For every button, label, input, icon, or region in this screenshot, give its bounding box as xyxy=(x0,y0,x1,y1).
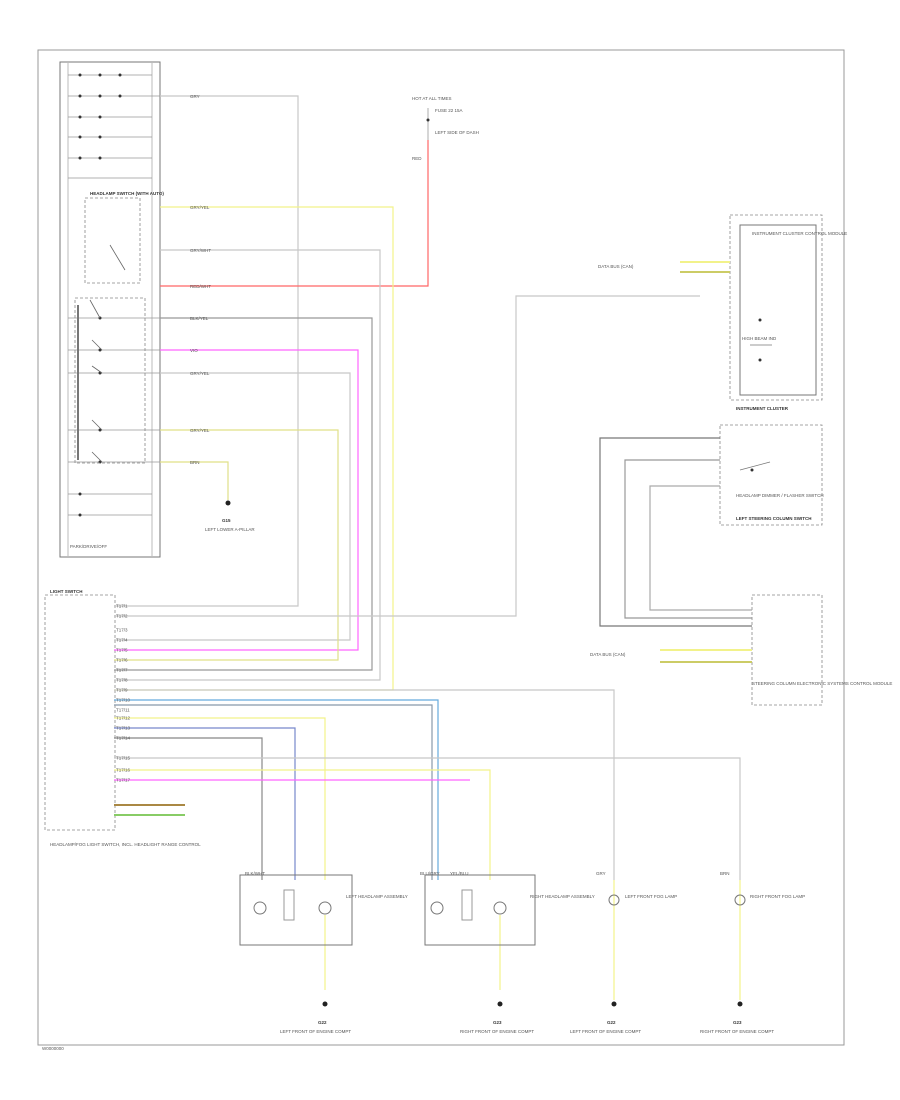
high-beam-indicator-label: HIGH BEAM IND xyxy=(742,336,777,341)
diagram-code: W0000000 xyxy=(42,1046,64,1051)
ground-g15-desc: LEFT LOWER A-PILLAR xyxy=(205,527,255,532)
wire-label: BLK/YEL xyxy=(190,316,209,321)
pin-label: T17/11 xyxy=(116,708,130,713)
ground-g22-fog-label: G22 xyxy=(607,1020,616,1025)
pin-label: T17/8 xyxy=(116,678,128,683)
pin-label: T17/17 xyxy=(116,778,131,783)
ground-g22-left-desc: LEFT FRONT OF ENGINE COMPT xyxy=(280,1029,351,1034)
pin-label: T17/6 xyxy=(116,658,128,663)
pin-label: T17/1 xyxy=(116,604,128,609)
ground-g22-left: G22 LEFT FRONT OF ENGINE COMPT xyxy=(280,1001,351,1034)
pin-label: T17/7 xyxy=(116,668,128,673)
right-headlamp-label: RIGHT HEADLAMP ASSEMBLY xyxy=(530,894,595,899)
wire-label: GRY xyxy=(190,94,200,99)
light-switch-label: LIGHT SWITCH xyxy=(50,589,83,594)
light-switch-module: LIGHT SWITCH HEADLAMP/FOG LIGHT SWITCH, … xyxy=(44,589,201,847)
multifunction-switch-label: LEFT STEERING COLUMN SWITCH xyxy=(736,516,812,521)
pin-label: T17/12 xyxy=(116,716,131,721)
ground-g22-fog-desc: LEFT FRONT OF ENGINE COMPT xyxy=(570,1029,641,1034)
fuse-location-label: LEFT SIDE OF DASH xyxy=(435,130,479,135)
wires xyxy=(114,95,752,1000)
steering-column-module: STEERING COLUMN ELECTRONIC SYSTEMS CONTR… xyxy=(751,594,892,706)
wire-label: RED/WHT xyxy=(190,284,211,289)
light-switch-desc: HEADLAMP/FOG LIGHT SWITCH, INCL. HEADLIG… xyxy=(50,842,201,847)
instrument-cluster-desc: INSTRUMENT CLUSTER CONTROL MODULE xyxy=(752,231,847,236)
pin-label: T17/10 xyxy=(116,698,131,703)
wire-labels: GRY GRY/YEL GRY/WHT RED/WHT BLK/YEL VIO … xyxy=(190,94,730,876)
wire-label: GRY/YEL xyxy=(190,428,210,433)
wire-label: GRY/YEL xyxy=(190,205,210,210)
wire-label: BRN xyxy=(190,460,200,465)
headlamp-switch-label: HEADLAMP SWITCH (WITH AUTO) xyxy=(90,191,164,196)
right-headlamp: RIGHT HEADLAMP ASSEMBLY xyxy=(424,874,595,946)
headlamp-switch-sublabel: PARK/DRIVE/OFF xyxy=(70,544,107,549)
instrument-cluster-label: INSTRUMENT CLUSTER xyxy=(736,406,789,411)
ground-g23-right-label: G23 xyxy=(493,1020,502,1025)
right-fog-lamp-label: RIGHT FRONT FOG LAMP xyxy=(750,894,805,899)
wire-label: BLU/GRY xyxy=(420,871,440,876)
ground-g23-right-desc: RIGHT FRONT OF ENGINE COMPT xyxy=(460,1029,534,1034)
left-fog-lamp-label: LEFT FRONT FOG LAMP xyxy=(625,894,677,899)
right-fog-lamp: RIGHT FRONT FOG LAMP xyxy=(734,894,805,906)
wire-label: BLK/WHT xyxy=(245,871,265,876)
pin-label: T17/16 xyxy=(116,768,131,773)
pin-label: T17/2 xyxy=(116,614,128,619)
wire-label: GRY xyxy=(596,871,606,876)
wire-label: YEL/BLU xyxy=(450,871,469,876)
left-fog-lamp: LEFT FRONT FOG LAMP xyxy=(608,894,677,906)
left-headlamp: LEFT HEADLAMP ASSEMBLY xyxy=(239,874,408,946)
wire-label: BRN xyxy=(720,871,730,876)
fuse-hot-label: HOT AT ALL TIMES xyxy=(412,96,452,101)
pin-label: T17/9 xyxy=(116,688,128,693)
ground-g15: G15 LEFT LOWER A-PILLAR xyxy=(205,500,255,532)
ground-g23-fog-label: G23 xyxy=(733,1020,742,1025)
fuse-label: FUSE 22 15A xyxy=(435,108,463,113)
headlamp-switch: HEADLAMP SWITCH (WITH AUTO) PARK/DRIVE/O… xyxy=(59,61,164,558)
pin-label: T17/13 xyxy=(116,726,131,731)
wire-label: GRY/YEL xyxy=(190,371,210,376)
multifunction-switch: HEADLAMP DIMMER / FLASHER SWITCH LEFT ST… xyxy=(719,424,824,526)
wire-label: VIO xyxy=(190,348,198,353)
instrument-cluster: INSTRUMENT CLUSTER CONTROL MODULE HIGH B… xyxy=(729,214,847,411)
pin-label: T17/5 xyxy=(116,648,128,653)
data-bus-1-label: DATA BUS (CAN) xyxy=(598,264,634,269)
steering-column-module-label: STEERING COLUMN ELECTRONIC SYSTEMS CONTR… xyxy=(752,681,892,686)
ground-g23-fog-desc: RIGHT FRONT OF ENGINE COMPT xyxy=(700,1029,774,1034)
multifunction-switch-desc: HEADLAMP DIMMER / FLASHER SWITCH xyxy=(736,493,824,498)
pin-label: T17/3 xyxy=(116,628,128,633)
pin-label: T17/4 xyxy=(116,638,128,643)
ground-g23-fog: G23 RIGHT FRONT OF ENGINE COMPT xyxy=(700,1001,774,1034)
pin-label: T17/14 xyxy=(116,736,131,741)
pin-labels: T17/1T17/2T17/3T17/4T17/5T17/6T17/7T17/8… xyxy=(116,604,131,783)
ground-g23-right: G23 RIGHT FRONT OF ENGINE COMPT xyxy=(460,1001,534,1034)
ground-g22-left-label: G22 xyxy=(318,1020,327,1025)
ground-g15-label: G15 xyxy=(222,518,231,523)
wire-label: GRY/WHT xyxy=(190,248,211,253)
pin-label: T17/15 xyxy=(116,756,131,761)
wire-label: RED xyxy=(412,156,422,161)
data-bus-2-label: DATA BUS (CAN) xyxy=(590,652,626,657)
fuse-box: HOT AT ALL TIMES FUSE 22 15A LEFT SIDE O… xyxy=(412,96,479,140)
ground-g22-fog: G22 LEFT FRONT OF ENGINE COMPT xyxy=(570,1001,641,1034)
diagram-frame xyxy=(37,49,845,1046)
left-headlamp-label: LEFT HEADLAMP ASSEMBLY xyxy=(346,894,408,899)
